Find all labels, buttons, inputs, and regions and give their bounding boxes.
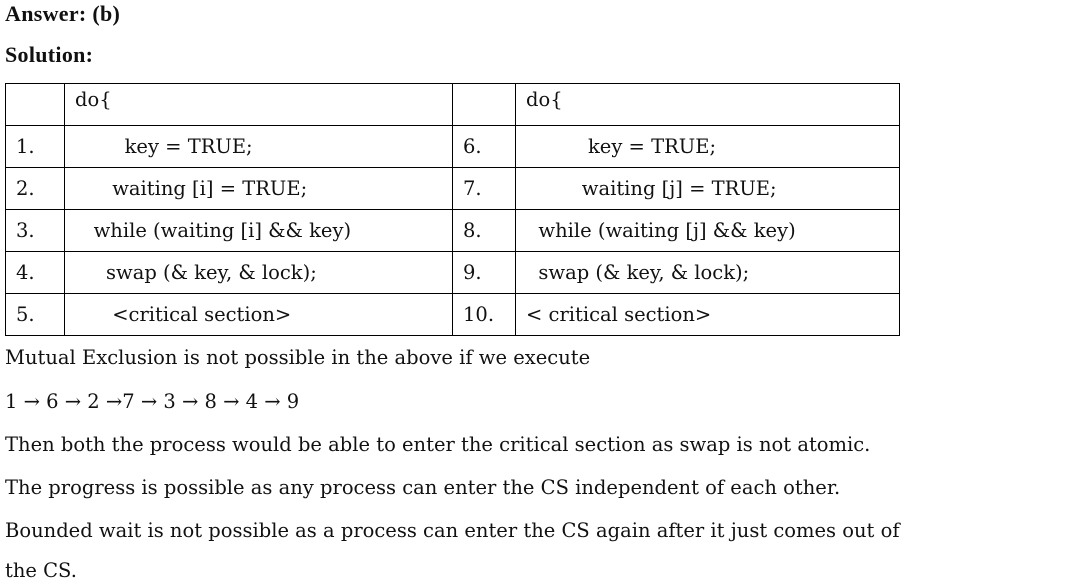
right-code-cell: swap (& key, & lock); bbox=[515, 251, 900, 294]
right-line-number: 10. bbox=[452, 293, 516, 336]
left-code-cell: <critical section> bbox=[64, 293, 453, 336]
table-row: 1. key = TRUE; 6. key = TRUE; bbox=[5, 125, 900, 168]
left-line-number: 2. bbox=[5, 167, 65, 210]
right-code-cell: do{ bbox=[515, 83, 900, 126]
table-row: 3. while (waiting [i] && key) 8. while (… bbox=[5, 209, 900, 252]
left-line-number: 5. bbox=[5, 293, 65, 336]
table-row: 4. swap (& key, & lock); 9. swap (& key,… bbox=[5, 251, 900, 294]
left-code-cell: waiting [i] = TRUE; bbox=[64, 167, 453, 210]
bounded-wait-continued-text: the CS. bbox=[5, 559, 77, 582]
execution-sequence-text: 1 → 6 → 2 →7 → 3 → 8 → 4 → 9 bbox=[5, 390, 300, 413]
left-line-number: 3. bbox=[5, 209, 65, 252]
left-line-number: 1. bbox=[5, 125, 65, 168]
solution-heading: Solution: bbox=[5, 42, 94, 67]
left-code-cell: key = TRUE; bbox=[64, 125, 453, 168]
table-row: 2. waiting [i] = TRUE; 7. waiting [j] = … bbox=[5, 167, 900, 210]
left-code-cell: do{ bbox=[64, 83, 453, 126]
left-line-number: 4. bbox=[5, 251, 65, 294]
mutual-exclusion-text: Mutual Exclusion is not possible in the … bbox=[5, 346, 591, 369]
both-enter-text: Then both the process would be able to e… bbox=[5, 433, 871, 456]
right-line-number: 6. bbox=[452, 125, 516, 168]
right-line-number: 7. bbox=[452, 167, 516, 210]
left-code-cell: while (waiting [i] && key) bbox=[64, 209, 453, 252]
right-code-cell: < critical section> bbox=[515, 293, 900, 336]
left-line-number bbox=[5, 83, 65, 126]
table-row: 5. <critical section> 10. < critical sec… bbox=[5, 293, 900, 336]
right-line-number bbox=[452, 83, 516, 126]
table-header-row: do{ do{ bbox=[5, 83, 900, 126]
right-line-number: 9. bbox=[452, 251, 516, 294]
answer-heading: Answer: (b) bbox=[5, 1, 121, 26]
right-code-cell: while (waiting [j] && key) bbox=[515, 209, 900, 252]
bounded-wait-text: Bounded wait is not possible as a proces… bbox=[5, 519, 900, 542]
progress-text: The progress is possible as any process … bbox=[5, 476, 841, 499]
right-code-cell: waiting [j] = TRUE; bbox=[515, 167, 900, 210]
left-code-cell: swap (& key, & lock); bbox=[64, 251, 453, 294]
right-code-cell: key = TRUE; bbox=[515, 125, 900, 168]
right-line-number: 8. bbox=[452, 209, 516, 252]
code-comparison-table: do{ do{ 1. key = TRUE; 6. key = TRUE; 2.… bbox=[5, 83, 900, 336]
